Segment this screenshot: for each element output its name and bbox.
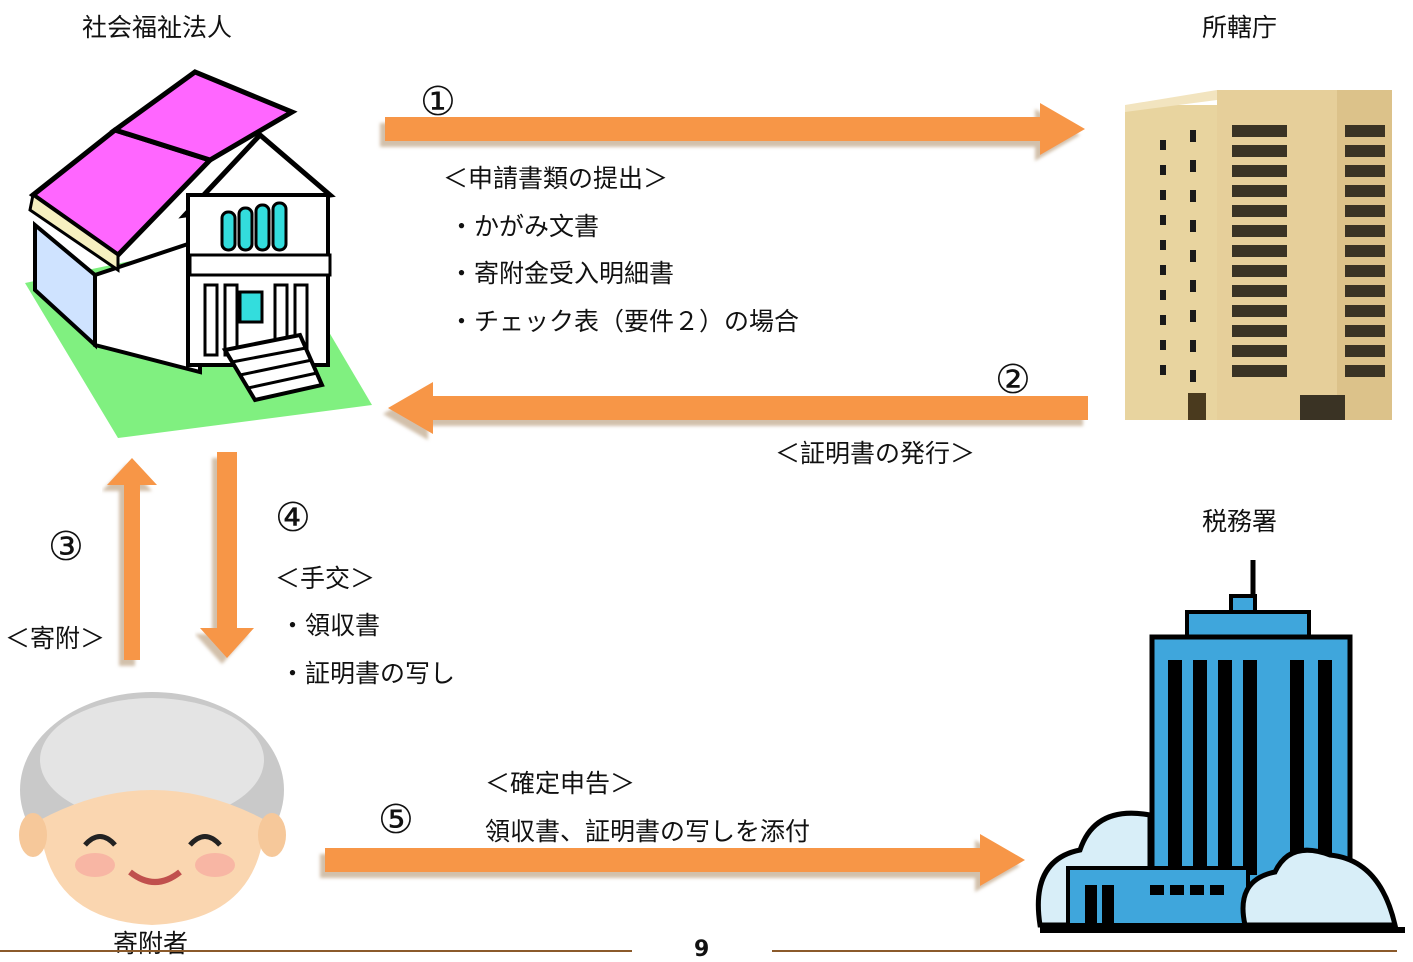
authority-label: 所轄庁 bbox=[1202, 13, 1278, 42]
step-3-number: ③ bbox=[48, 524, 84, 570]
step-1-title: ＜申請書類の提出＞ bbox=[443, 164, 669, 193]
step-1-item-1: ・かがみ文書 bbox=[449, 212, 600, 241]
authority-tower-illustration bbox=[1125, 90, 1392, 420]
step-4-item-2: ・証明書の写し bbox=[280, 659, 456, 688]
arrow-3-donation bbox=[107, 458, 157, 660]
step-1-item-3: ・チェック表（要件２）の場合 bbox=[449, 307, 800, 336]
donor-illustration bbox=[19, 692, 286, 925]
step-4-item-1: ・領収書 bbox=[280, 611, 381, 640]
step-5-number: ⑤ bbox=[378, 797, 414, 843]
tax-office-illustration bbox=[1035, 560, 1405, 933]
arrow-1-application bbox=[385, 103, 1085, 155]
arrow-4-handover bbox=[200, 452, 254, 658]
step-1-item-2: ・寄附金受入明細書 bbox=[449, 259, 675, 288]
footer-rule-right bbox=[772, 950, 1397, 952]
arrow-5-tax-return bbox=[325, 834, 1025, 886]
step-5-title: ＜確定申告＞ bbox=[485, 769, 636, 798]
step-4-title: ＜手交＞ bbox=[275, 564, 376, 593]
step-2-title: ＜証明書の発行＞ bbox=[775, 439, 976, 468]
step-5-detail: 領収書、証明書の写しを添付 bbox=[485, 817, 811, 846]
arrow-2-certificate bbox=[388, 382, 1088, 434]
footer-rule-left bbox=[0, 950, 632, 952]
welfare-building-illustration bbox=[25, 69, 372, 438]
step-2-number: ② bbox=[995, 357, 1031, 403]
step-3-title: ＜寄附＞ bbox=[5, 624, 106, 653]
corporation-label: 社会福祉法人 bbox=[82, 13, 233, 42]
tax-office-label: 税務署 bbox=[1202, 507, 1278, 536]
page-number: 9 bbox=[694, 937, 710, 962]
step-4-number: ④ bbox=[275, 495, 311, 541]
donor-label: 寄附者 bbox=[113, 929, 189, 958]
step-1-number: ① bbox=[420, 79, 456, 125]
